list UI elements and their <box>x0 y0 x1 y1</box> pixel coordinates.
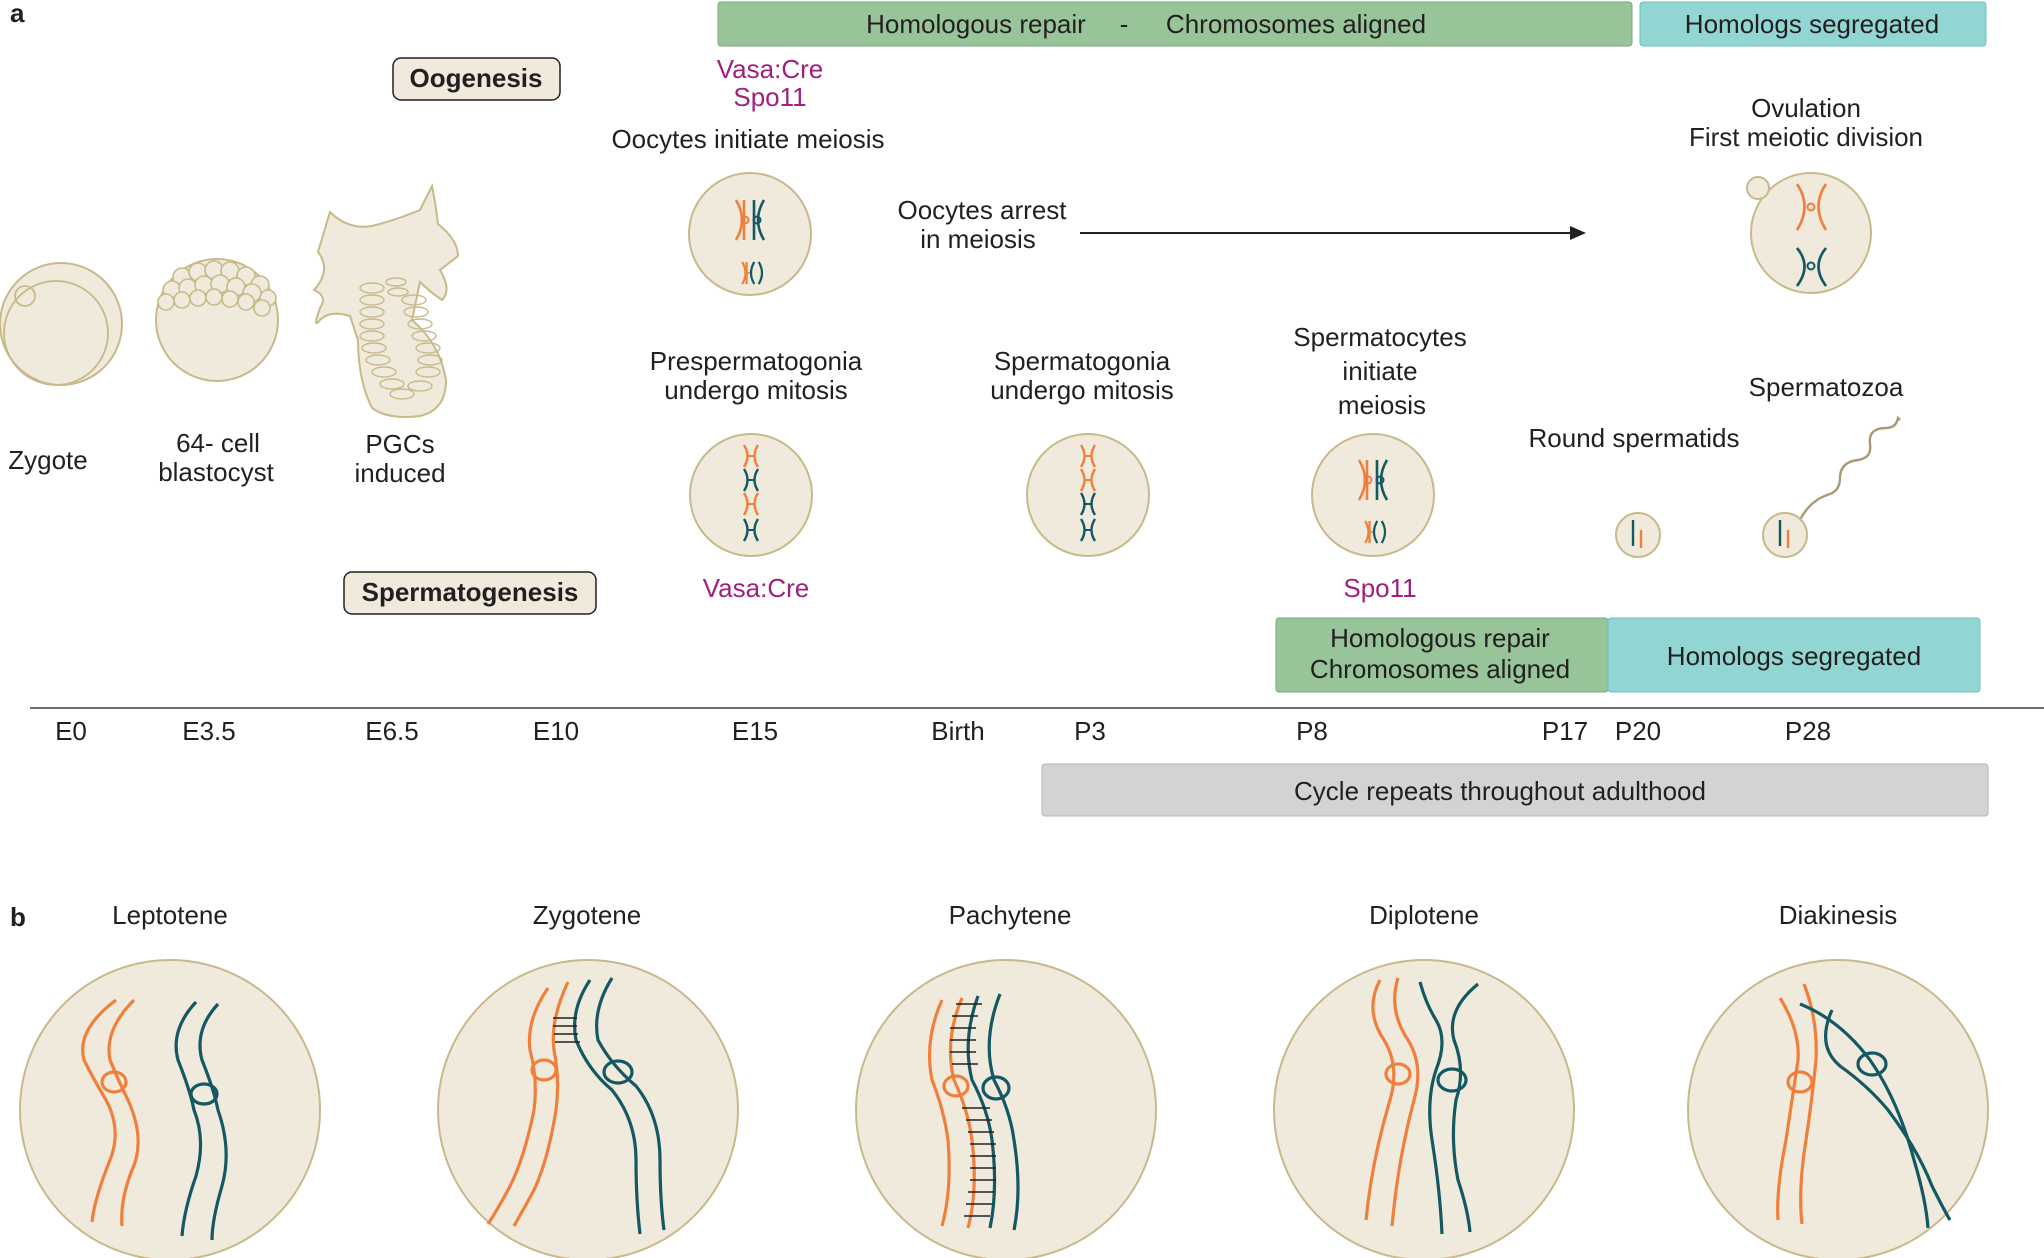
zygote-label: Zygote <box>8 445 88 475</box>
timeline-label: E10 <box>533 716 579 746</box>
timeline-label: P8 <box>1296 716 1328 746</box>
bottom-bar-segregated-text: Homologs segregated <box>1667 641 1921 671</box>
stage-label-pachytene: Pachytene <box>949 900 1072 930</box>
vasa-cre-bottom-label: Vasa:Cre <box>703 573 809 603</box>
blastocyst-label-1: 64- cell <box>176 428 260 458</box>
panel-b-label: b <box>10 902 26 932</box>
bottom-bar-repair-text: Homologous repair <box>1330 623 1550 653</box>
timeline-label: Birth <box>931 716 984 746</box>
cycle-repeats-bar: Cycle repeats throughout adulthood <box>1041 763 1989 817</box>
top-bar-homologous-repair: Homologous repair - Chromosomes aligned <box>717 1 1633 47</box>
spermatocytes-label-1: Spermatocytes <box>1293 322 1466 352</box>
timeline-label: E0 <box>55 716 87 746</box>
spermatozoa-cell <box>1762 415 1901 558</box>
timeline-label: P20 <box>1615 716 1661 746</box>
oocytes-initiate-label: Oocytes initiate meiosis <box>611 124 884 154</box>
pachytene-cell <box>855 959 1157 1258</box>
stage-label-diakinesis: Diakinesis <box>1779 900 1898 930</box>
arrest-arrow <box>1080 226 1586 240</box>
bottom-bar-homologous-repair: Homologous repair Chromosomes aligned <box>1275 617 1609 693</box>
panel-a-label: a <box>10 0 25 28</box>
zygote-cell <box>0 262 123 386</box>
timeline-label: E3.5 <box>182 716 236 746</box>
bottom-bar-aligned-text: Chromosomes aligned <box>1310 654 1570 684</box>
spermatogonia-label-1: Spermatogonia <box>994 346 1171 376</box>
timeline-label: P3 <box>1074 716 1106 746</box>
diplotene-cell <box>1273 959 1575 1258</box>
blastocyst-cell <box>155 258 279 382</box>
round-spermatid-cell <box>1615 512 1661 558</box>
spo11-bottom-label: Spo11 <box>1343 573 1416 603</box>
round-spermatids-label: Round spermatids <box>1529 423 1740 453</box>
stage-label-leptotene: Leptotene <box>112 900 228 930</box>
prespermatogonia-label-2: undergo mitosis <box>664 375 848 405</box>
oogenesis-tag: Oogenesis <box>392 57 561 101</box>
bottom-bar-homologs-segregated: Homologs segregated <box>1607 617 1981 693</box>
ovulation-label-2: First meiotic division <box>1689 122 1923 152</box>
spermatogenesis-text: Spermatogenesis <box>362 577 579 607</box>
stage-label-diplotene: Diplotene <box>1369 900 1479 930</box>
pgcs-label-1: PGCs <box>365 429 434 459</box>
pgc-embryo <box>312 182 460 418</box>
spermatozoa-label: Spermatozoa <box>1749 372 1904 402</box>
spermatogenesis-tag: Spermatogenesis <box>343 571 597 615</box>
top-bar-repair-text: Homologous repair <box>866 9 1086 39</box>
diakinesis-cell <box>1687 959 1989 1258</box>
leptotene-cell <box>19 959 321 1258</box>
oogenesis-text: Oogenesis <box>410 63 543 93</box>
spo11-top-label: Spo11 <box>733 82 806 112</box>
blastocyst-label-2: blastocyst <box>158 457 274 487</box>
vasa-cre-top-label: Vasa:Cre <box>717 54 823 84</box>
stage-label-zygotene: Zygotene <box>533 900 641 930</box>
timeline-label: E6.5 <box>365 716 419 746</box>
timeline-label: P17 <box>1542 716 1588 746</box>
timeline-label: P28 <box>1785 716 1831 746</box>
spermatogonia-cell <box>1026 433 1150 557</box>
zygotene-cell <box>437 959 739 1258</box>
oocytes-arrest-label-1: Oocytes arrest <box>897 195 1067 225</box>
top-bar-dash-text: - <box>1120 9 1129 39</box>
top-bar-homologs-segregated: Homologs segregated <box>1639 1 1987 47</box>
top-bar-segregated-text: Homologs segregated <box>1685 9 1939 39</box>
prespermatogonia-cell <box>689 433 813 557</box>
oocyte-meiosis-cell <box>688 172 812 296</box>
ovulation-label-1: Ovulation <box>1751 93 1861 123</box>
spermatocytes-label-3: meiosis <box>1338 390 1426 420</box>
top-bar-aligned-text: Chromosomes aligned <box>1166 9 1426 39</box>
timeline-labels: E0 E3.5 E6.5 E10 E15 Birth P3 P8 P17 P20… <box>55 716 1831 746</box>
oocytes-arrest-label-2: in meiosis <box>920 224 1036 254</box>
ovulation-cell <box>1746 172 1872 294</box>
spermatogonia-label-2: undergo mitosis <box>990 375 1174 405</box>
pgcs-label-2: induced <box>354 458 445 488</box>
spermatocyte-cell <box>1311 433 1435 557</box>
prespermatogonia-label-1: Prespermatogonia <box>650 346 863 376</box>
cycle-repeats-text: Cycle repeats throughout adulthood <box>1294 776 1706 806</box>
timeline-label: E15 <box>732 716 778 746</box>
spermatocytes-label-2: initiate <box>1342 356 1417 386</box>
